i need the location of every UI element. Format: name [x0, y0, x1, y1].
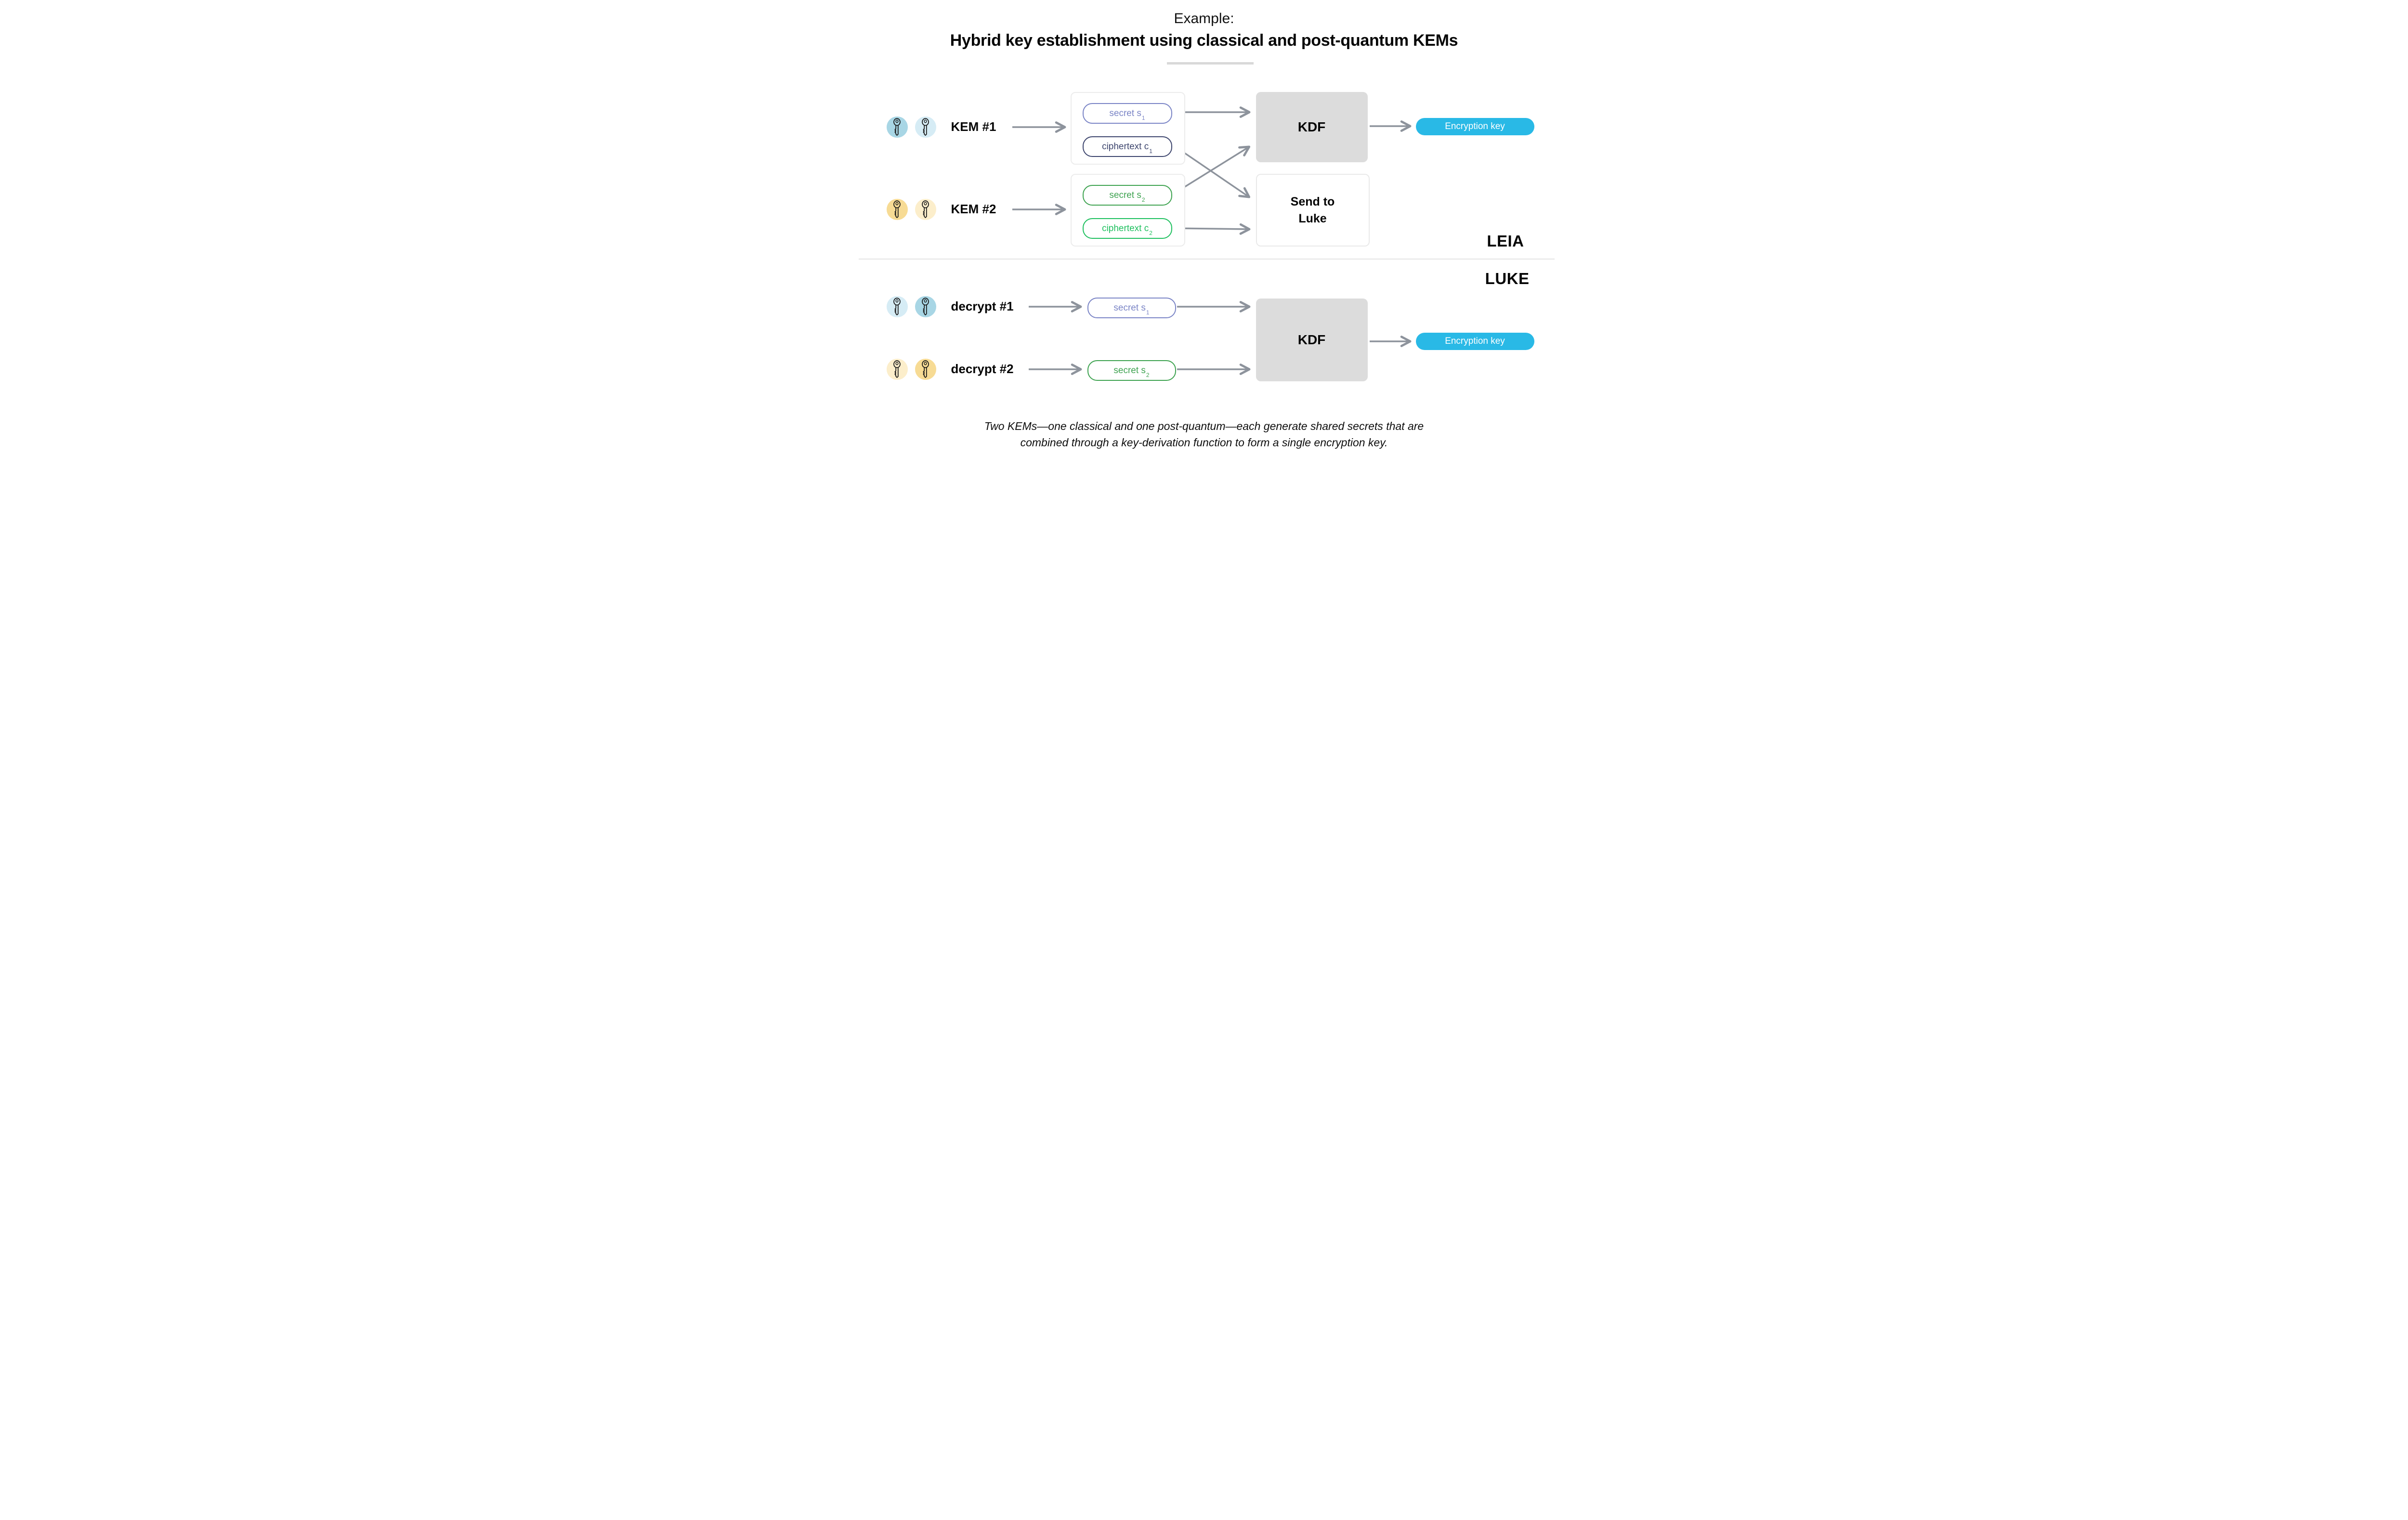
decrypt2-label: decrypt #2	[951, 362, 1014, 376]
ciphertext-c1-subscript: 1	[1149, 147, 1152, 155]
diagram-canvas: Example: Hybrid key establishment using …	[832, 0, 1576, 470]
secret-s1-subscript: 1	[1141, 114, 1145, 121]
kem1-label: KEM #1	[951, 119, 996, 134]
key-icon-circle-yellow-dark	[886, 199, 908, 220]
flow-arrows	[1012, 106, 1411, 375]
key-icon-circle-yellow-light	[886, 359, 908, 380]
title-underline	[1166, 62, 1254, 65]
kem2-label: KEM #2	[951, 202, 996, 216]
key-icon-circle-blue-dark	[915, 296, 936, 317]
actor-label-luke: LUKE	[1485, 270, 1530, 287]
actor-label-leia: LEIA	[1487, 232, 1524, 250]
ciphertext-c2-subscript: 2	[1149, 229, 1152, 236]
key-icon	[922, 117, 929, 136]
section-divider	[858, 259, 1555, 260]
key-icon-circle-blue-light	[886, 296, 908, 317]
send-to-luke-line1: Send to	[1290, 195, 1335, 208]
page-title: Hybrid key establishment using classical…	[950, 31, 1458, 50]
luke-secret-s1-text: secret s	[1113, 302, 1146, 313]
caption-line2: combined through a key-derivation functi…	[1020, 436, 1388, 449]
key-icon	[893, 117, 901, 136]
key-icon-circle-blue-dark	[886, 117, 908, 138]
caption: Two KEMs—one classical and one post-quan…	[832, 418, 1576, 451]
encryption-key-pill-top: Encryption key	[1415, 118, 1534, 135]
key-icon	[893, 200, 901, 218]
luke-secret-s2-text: secret s	[1113, 365, 1146, 376]
encryption-key-pill-bottom: Encryption key	[1415, 333, 1534, 350]
secret-s2-subscript: 2	[1141, 196, 1145, 203]
send-to-luke-line2: Luke	[1298, 211, 1327, 225]
luke-secret-s1-subscript: 1	[1146, 309, 1150, 316]
ciphertext-c1-text: ciphertext c	[1102, 141, 1149, 152]
arrow-cipher1-to-send	[1173, 145, 1250, 198]
header: Example: Hybrid key establishment using …	[832, 11, 1576, 50]
key-icon	[922, 360, 929, 378]
luke-secret-s2-subscript: 2	[1146, 371, 1150, 378]
key-icon-circle-yellow-dark	[915, 359, 936, 380]
key-icon-circle-blue-light	[915, 117, 936, 138]
header-eyebrow: Example:	[1174, 11, 1234, 26]
kdf-box-top: KDF	[1256, 92, 1368, 162]
key-icon	[922, 200, 929, 218]
secret-s1-text: secret s	[1109, 108, 1141, 118]
decrypt1-label: decrypt #1	[951, 299, 1014, 313]
key-icon	[893, 297, 901, 315]
kdf-box-bottom: KDF	[1256, 299, 1368, 381]
key-icon-circle-yellow-light	[915, 199, 936, 220]
send-to-luke-box: Send to Luke	[1256, 174, 1370, 247]
caption-line1: Two KEMs—one classical and one post-quan…	[984, 420, 1424, 432]
secret-s2-text: secret s	[1109, 190, 1141, 200]
key-icon	[893, 360, 901, 378]
key-icon	[922, 297, 929, 315]
ciphertext-c2-text: ciphertext c	[1102, 223, 1149, 234]
